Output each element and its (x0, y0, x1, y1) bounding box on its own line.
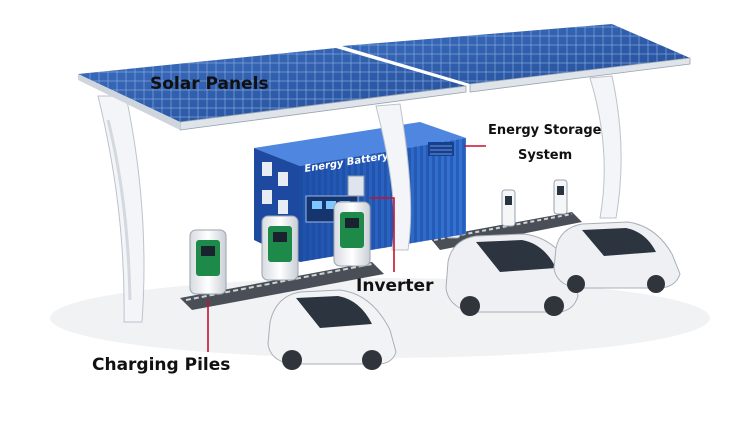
charging-pile (261, 215, 299, 281)
charging-piles-label: Charging Piles (92, 355, 231, 375)
energy-storage-label: Energy Storage (488, 123, 602, 138)
energy-storage-label-line2: System (518, 148, 573, 163)
inverter-label: Inverter (356, 276, 434, 296)
front-charging-platform (180, 262, 384, 310)
solar-panels-label: Solar Panels (150, 74, 269, 94)
solar-panel-canopy (78, 24, 691, 131)
car-rear (553, 221, 681, 293)
charging-pile (333, 201, 371, 267)
inverter-leader-line (370, 197, 395, 272)
charging-pile (189, 229, 227, 295)
leader-lines (207, 145, 486, 352)
car-middle (445, 233, 579, 316)
front-charging-piles (189, 201, 371, 295)
car-front (267, 289, 397, 370)
canopy-columns (97, 75, 622, 323)
